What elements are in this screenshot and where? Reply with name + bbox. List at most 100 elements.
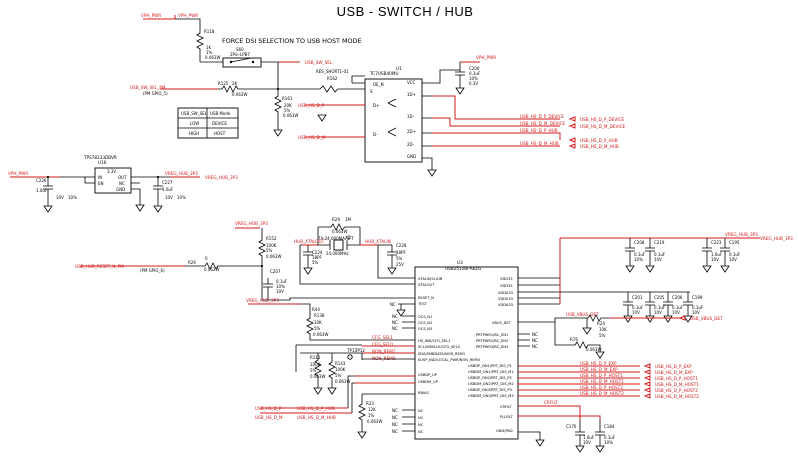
pm-gpio-6-label: (PM GPIO_6) bbox=[140, 268, 165, 273]
u3-pin-vdd33-1: VDD33 bbox=[500, 277, 513, 281]
usb-upstream: USB_HS_D_P USB_HS_D_M USB_HS_D_P_HUB USB… bbox=[255, 375, 415, 439]
capacitor-c200: VPH_PWR C200 0.1uF 10% 6.3V bbox=[455, 55, 496, 95]
cfg-sel0-label: CFG_SEL0 bbox=[372, 342, 393, 347]
net-label-hub-p-left: USB_HS_D_P_HUB bbox=[297, 406, 335, 411]
c219-value: 0.1uF bbox=[654, 252, 666, 257]
r161-power: 0.063W bbox=[283, 113, 298, 118]
r29-ref: R29 bbox=[332, 217, 340, 222]
net-label-vph-pwr-1: VPH_PWR bbox=[141, 13, 161, 18]
c200-ref: C200 bbox=[469, 66, 480, 71]
net-label-dev-p-right: USB_HS_D_P_DEVICE bbox=[580, 117, 624, 122]
u3-pin-prtpwr3: PRTPWR3/BC_EN3 bbox=[476, 345, 508, 349]
r161-tol: 5% bbox=[284, 108, 291, 113]
net-label-usb-hs-d-p-1: USB_HS_D_P bbox=[298, 103, 325, 108]
r143-tol: 5% bbox=[335, 373, 342, 378]
net-host1-m-2: USB_HS_D_M_HOST1 bbox=[655, 382, 699, 387]
resistor-r125: USB_SW_SEL_PM (PM GPIO_5) R125 2K 0.063W bbox=[130, 81, 278, 97]
u3-pin-pllfilt: PLLFILT bbox=[500, 415, 514, 419]
u3-pin-scl: SCL/SMBCLK/CFG_SEL0 bbox=[418, 345, 461, 349]
c199-value: 0.1uF bbox=[692, 305, 704, 310]
nc-prtpwr2: NC bbox=[532, 338, 538, 343]
u1-pin-dp: D+ bbox=[373, 103, 379, 108]
y2-part: 7A-24.000MAAE-T bbox=[318, 236, 354, 241]
r143-power: 0.063W bbox=[335, 379, 350, 384]
u3-pin-reset: RESET_N bbox=[418, 296, 434, 300]
c208-value: 0.1uF bbox=[634, 252, 646, 257]
table-row2-mode: HOST bbox=[214, 131, 226, 136]
r161-ref: R161 bbox=[282, 96, 293, 101]
c201-ref: C201 bbox=[632, 295, 643, 300]
c228-ref: C228 bbox=[396, 243, 407, 248]
c199-volt: 10V bbox=[692, 310, 700, 315]
resistor-r161: R161 20K 5% 0.063W bbox=[273, 62, 298, 137]
u3-pin-dm-dn1: USBDM_DN1/PRT_DIS_M1 bbox=[468, 370, 514, 374]
r24-ref: R24 bbox=[597, 321, 605, 326]
c207-volt: 10V bbox=[276, 289, 284, 294]
r152-ref: R152 bbox=[266, 236, 277, 241]
net-label-dev-p: USB_HS_D_P_DEVICE bbox=[520, 114, 564, 119]
u3-pin-prtpwr2: PRTPWR2/BC_EN2 bbox=[476, 339, 508, 343]
nc-ocs2: NC bbox=[392, 320, 398, 325]
c206-volt: 10V bbox=[672, 310, 680, 315]
c206-value: 0.1uF bbox=[672, 305, 684, 310]
c201-value: 0.1uF bbox=[632, 305, 644, 310]
net-label-vph-pwr-2: VPH_PWR bbox=[178, 13, 198, 18]
u3-pin-vdda33-2: VDDA33 bbox=[498, 297, 513, 301]
nc-bottom-4: NC bbox=[392, 429, 398, 434]
reset-circuit: VREG_HUB_3P3 R152 100K 5% 0.063W USB_HUB… bbox=[75, 221, 415, 301]
c205-volt: 10V bbox=[654, 310, 662, 315]
c207-tol: 10% bbox=[276, 284, 285, 289]
net-ext-m-2: USB_HS_D_M_EXP bbox=[655, 370, 693, 375]
capacitor-c226: C226 1.0uF 10V 10% bbox=[36, 175, 77, 213]
net-host2-p-1: USB_HS_D_P_HOST2 bbox=[580, 385, 623, 390]
c200-volt: 6.3V bbox=[469, 81, 478, 86]
net-label-xtal-in: HUB_XTALIN bbox=[365, 239, 391, 244]
r138-value: 10K bbox=[314, 320, 322, 325]
r162-ref: R162 bbox=[327, 76, 338, 81]
u3-pin-nc1: NC bbox=[418, 409, 424, 413]
c228-tol: 5% bbox=[396, 256, 403, 261]
nc-bottom-2: NC bbox=[392, 415, 398, 420]
r23-ref: R23 bbox=[366, 401, 374, 406]
u3-pin-vdd33-2: VDD33 bbox=[500, 284, 513, 288]
u1-ref: U1 bbox=[396, 66, 402, 71]
u1-usb-outputs: USB_HS_D_P_DEVICE USB_HS_D_M_DEVICE USB_… bbox=[432, 95, 626, 149]
net-host2-m-1: USB_HS_D_M_HOST2 bbox=[580, 391, 624, 396]
c226-tol: 10% bbox=[68, 195, 77, 200]
net-label-hub-m: USB_HS_D_M_HUB bbox=[520, 141, 559, 146]
u3-part: USB2512BI-AEZG bbox=[445, 266, 481, 271]
net-ext-m-1: USB_HS_D_M_EXP bbox=[580, 367, 618, 372]
c224-tol: 5% bbox=[312, 260, 319, 265]
net-host1-p-1: USB_HS_D_P_HOST1 bbox=[580, 373, 623, 378]
c226-ref: C226 bbox=[36, 178, 47, 183]
c219-ref: C219 bbox=[654, 240, 665, 245]
c227-value: 1.0uF bbox=[162, 187, 174, 192]
crfilt-label: CRFILT bbox=[544, 400, 558, 405]
c200-value: 0.1uF bbox=[469, 71, 481, 76]
r125-value: 2K bbox=[232, 81, 238, 86]
ic-u3: U3 USB2512BI-AEZG XTALIN/CLKIN XTALOUT R… bbox=[414, 260, 519, 440]
nc-prtpwr1: NC bbox=[532, 332, 538, 337]
s60-ref: S60 bbox=[236, 47, 244, 52]
c205-ref: C205 bbox=[654, 295, 665, 300]
u1-part: TC7USB40MU bbox=[369, 71, 399, 76]
net-host2-m-2: USB_HS_D_M_HOST2 bbox=[655, 394, 699, 399]
r138-ref: R138 bbox=[314, 313, 325, 318]
ic-u1: U1 TC7USB40MU OE_N S D+ D- VCC 1D+ 1D- 2… bbox=[348, 66, 460, 177]
c199-ref: C199 bbox=[692, 295, 703, 300]
c206-ref: C206 bbox=[672, 295, 683, 300]
r125-power: 0.063W bbox=[232, 92, 247, 97]
regulator-u16: VPH_PWR U16 TPS78233DBVR 3.3V IN EN OUT … bbox=[8, 155, 238, 212]
net-ext-p-1: USB_HS_D_P_EXP bbox=[580, 361, 617, 366]
u16-pin-in: IN bbox=[98, 175, 102, 180]
u1-pin-s: S bbox=[370, 89, 373, 94]
c176-volt: 10V bbox=[583, 440, 591, 445]
capacitor-c228: C228 18PF 5% 25V bbox=[378, 243, 407, 275]
nc-ocs3: NC bbox=[392, 326, 398, 331]
vph-pwr-net-top: VPH_PWR VPH_PWR bbox=[141, 13, 201, 30]
r143-value: 100K bbox=[335, 367, 346, 372]
u1-pin-dm: D- bbox=[373, 132, 378, 137]
table-row2-sel: HIGH bbox=[189, 131, 199, 136]
nc-bottom-1: NC bbox=[392, 408, 398, 413]
